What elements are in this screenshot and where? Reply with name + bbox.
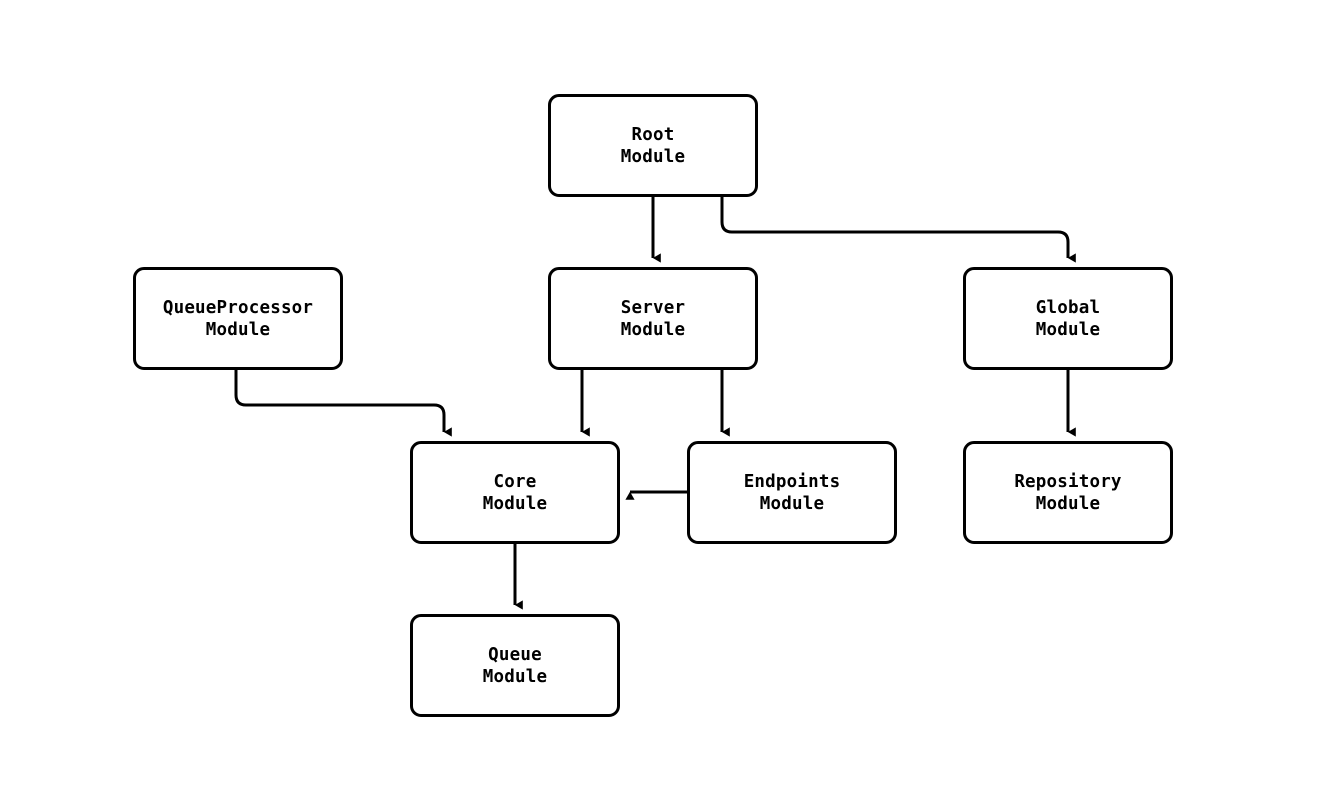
- node-label: Global Module: [1035, 297, 1101, 340]
- node-label: Endpoints Module: [743, 471, 841, 514]
- edge-queueprocessor-to-core: [234, 370, 452, 437]
- node-label: QueueProcessor Module: [162, 297, 314, 340]
- node-label: Root Module: [620, 124, 686, 167]
- node-global-module[interactable]: Global Module: [963, 267, 1173, 370]
- node-label: Core Module: [482, 471, 548, 514]
- node-queue-module[interactable]: Queue Module: [410, 614, 620, 717]
- node-repository-module[interactable]: Repository Module: [963, 441, 1173, 544]
- node-root-module[interactable]: Root Module: [548, 94, 758, 197]
- node-core-module[interactable]: Core Module: [410, 441, 620, 544]
- node-label: Server Module: [620, 297, 686, 340]
- node-server-module[interactable]: Server Module: [548, 267, 758, 370]
- node-label: Queue Module: [482, 644, 548, 687]
- node-queueprocessor-module[interactable]: QueueProcessor Module: [133, 267, 343, 370]
- edge-root-to-global: [720, 197, 1076, 263]
- node-endpoints-module[interactable]: Endpoints Module: [687, 441, 897, 544]
- node-label: Repository Module: [1014, 471, 1122, 514]
